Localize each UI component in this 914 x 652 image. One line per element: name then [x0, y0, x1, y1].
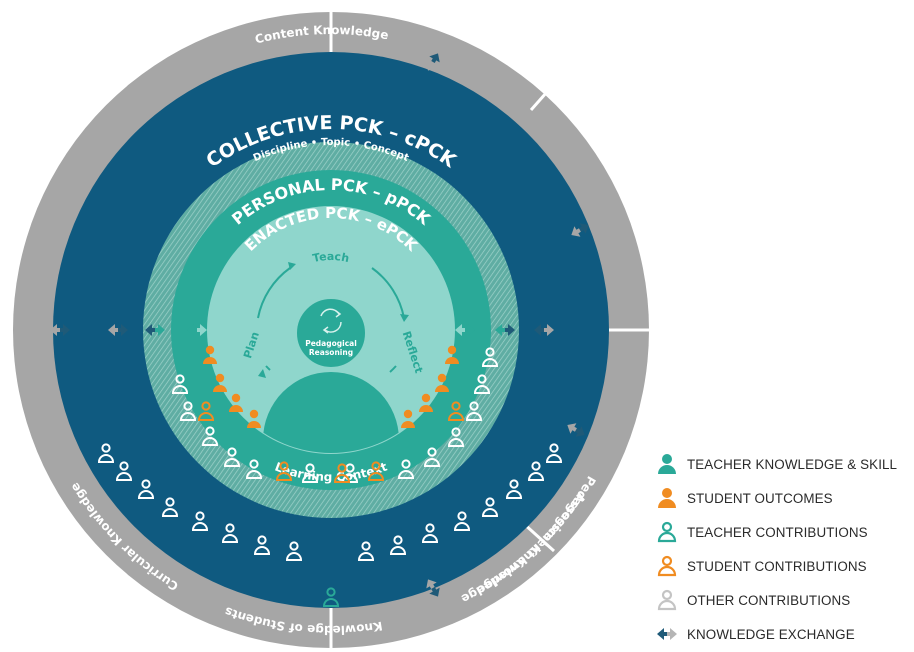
- other-contribution-person: [505, 479, 523, 499]
- legend-label: OTHER CONTRIBUTIONS: [687, 592, 851, 608]
- other-contribution-person: [191, 511, 209, 531]
- other-contribution-person: [171, 374, 189, 394]
- knowledge-exchange-arrow: [145, 324, 165, 336]
- student-contribution-person: [447, 401, 465, 421]
- knowledge-exchange-arrows: [50, 53, 589, 597]
- cycle-arrowheads: [258, 262, 409, 378]
- other-contribution-person: [245, 459, 263, 479]
- legend-item-student-outcomes: STUDENT OUTCOMES: [656, 486, 833, 510]
- knowledge-exchange-arrow: [571, 223, 589, 237]
- center-label-line2: Reasoning: [309, 348, 353, 357]
- legend-item-knowledge-exchange: KNOWLEDGE EXCHANGE: [656, 622, 855, 646]
- other-contribution-person: [253, 535, 271, 555]
- student-outcome-person: [401, 409, 415, 428]
- center-label-line1: Pedagogical: [305, 339, 357, 348]
- student-outcome-person: [203, 345, 217, 364]
- other-contribution-person: [285, 541, 303, 561]
- other-contribution-person: [481, 497, 499, 517]
- outer-ring-dividers: [329, 12, 650, 650]
- knowledge-exchange-icon: [657, 628, 677, 640]
- student-outcome-person: [435, 373, 449, 392]
- knowledge-exchange-arrow: [108, 324, 128, 336]
- other-contributions-icon: [657, 589, 677, 611]
- student-outcomes-icon: [658, 488, 676, 508]
- teacher-silhouette: [263, 372, 399, 453]
- teach-plan-reflect-cycle: [257, 267, 405, 373]
- knowledge-exchange-arrow: [426, 579, 440, 597]
- pedagogical-reasoning-circle: [293, 295, 369, 371]
- other-contribution-person: [447, 427, 465, 447]
- teacher-knowledge-icon: [658, 454, 676, 474]
- other-contribution-person: [545, 443, 563, 463]
- legend-item-other-contributions: OTHER CONTRIBUTIONS: [656, 588, 850, 612]
- other-contribution-person: [301, 463, 319, 483]
- legend-label: KNOWLEDGE EXCHANGE: [687, 626, 855, 642]
- knowledge-exchange-arrow: [455, 324, 475, 336]
- student-contribution-person: [275, 461, 293, 481]
- knowledge-exchange-arrow: [534, 324, 554, 336]
- student-outcome-person: [213, 373, 227, 392]
- student-contribution-person: [367, 461, 385, 481]
- other-contribution-person: [481, 347, 499, 367]
- other-contribution-person: [357, 541, 375, 561]
- other-contribution-person: [389, 535, 407, 555]
- other-contribution-person: [115, 461, 133, 481]
- teacher-contribution-person: [322, 587, 340, 607]
- other-contribution-person: [137, 479, 155, 499]
- legend-label: TEACHER KNOWLEDGE & SKILL: [687, 456, 898, 472]
- other-contribution-person: [465, 401, 483, 421]
- legend-label: TEACHER CONTRIBUTIONS: [687, 524, 868, 540]
- knowledge-exchange-arrow: [567, 423, 585, 437]
- teacher-contributions-icon: [657, 521, 677, 543]
- other-contribution-person: [179, 401, 197, 421]
- other-contribution-person: [223, 447, 241, 467]
- student-outcome-person: [247, 409, 261, 428]
- other-contribution-person: [397, 459, 415, 479]
- student-outcome-person: [229, 393, 243, 412]
- legend-item-student-contributions: STUDENT CONTRIBUTIONS: [656, 554, 867, 578]
- legend-label: STUDENT OUTCOMES: [687, 490, 833, 506]
- student-contribution-person: [197, 401, 215, 421]
- other-contribution-person: [221, 523, 239, 543]
- other-contribution-person: [161, 497, 179, 517]
- student-contribution-person: [333, 463, 351, 483]
- other-contribution-person: [527, 461, 545, 481]
- student-outcome-person: [419, 393, 433, 412]
- student-outcome-person: [445, 345, 459, 364]
- legend-label: STUDENT CONTRIBUTIONS: [687, 558, 867, 574]
- knowledge-exchange-arrow: [187, 324, 207, 336]
- other-contribution-person: [421, 523, 439, 543]
- other-contribution-person: [201, 426, 219, 446]
- people-icons: [97, 345, 563, 607]
- other-contribution-person: [97, 443, 115, 463]
- other-contribution-person: [453, 511, 471, 531]
- cycle-icon: [320, 308, 342, 334]
- legend-item-teacher-contributions: TEACHER CONTRIBUTIONS: [656, 520, 868, 544]
- other-contribution-person: [423, 447, 441, 467]
- legend-item-teacher-knowledge: TEACHER KNOWLEDGE & SKILL: [656, 452, 897, 476]
- knowledge-exchange-arrow: [426, 53, 440, 71]
- knowledge-exchange-arrow: [50, 324, 70, 336]
- teach-label: Teach: [311, 250, 350, 265]
- other-contribution-person: [473, 374, 491, 394]
- knowledge-exchange-arrow: [495, 324, 515, 336]
- student-contributions-icon: [657, 555, 677, 577]
